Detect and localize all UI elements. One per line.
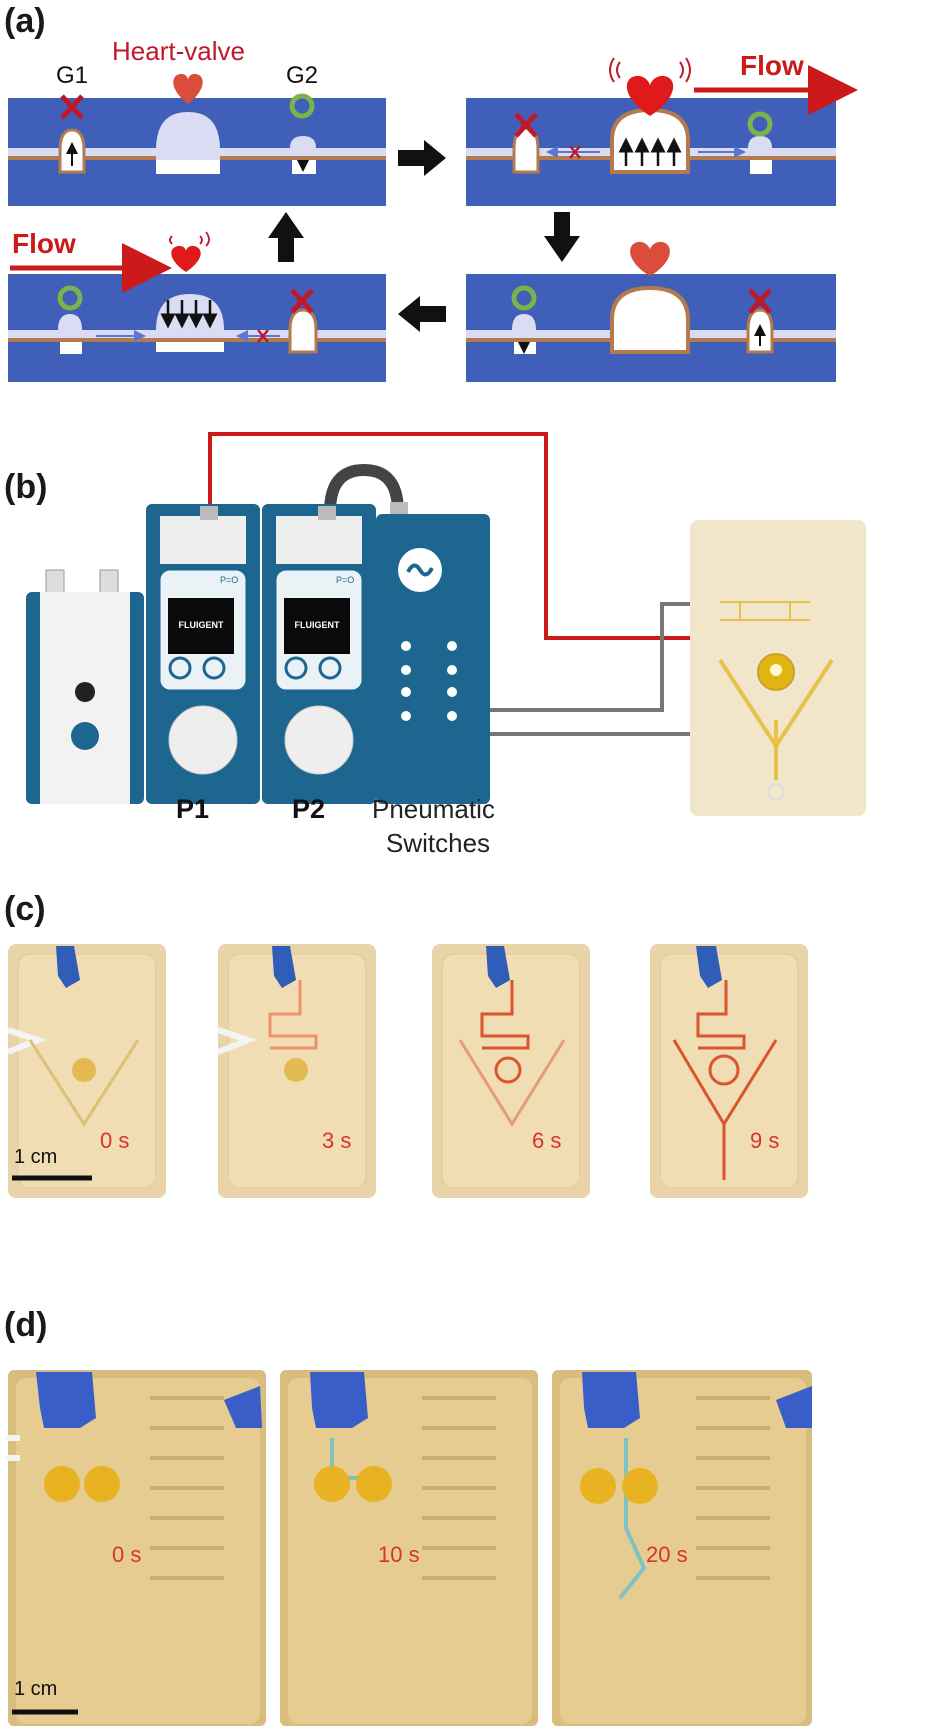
time-c-9: 9 s: [750, 1128, 780, 1153]
panel-d-label: (d): [4, 1306, 48, 1344]
switches-label-line1: Pneumatic: [372, 794, 495, 824]
panel-b-label: (b): [4, 468, 48, 506]
g1-label: G1: [56, 62, 89, 89]
p2-module: [262, 504, 376, 804]
scale-d-label: 1 cm: [14, 1678, 58, 1700]
pneumatic-switches-module: [376, 502, 490, 804]
frame-d-20: [552, 1370, 812, 1726]
p1-label: P1: [176, 794, 210, 824]
cycle-arrows: [268, 140, 580, 332]
flow-label-top: Flow: [740, 50, 804, 81]
scale-c-label: 1 cm: [14, 1146, 58, 1168]
state-top-left: [8, 73, 386, 206]
chip-device-photo: [690, 520, 866, 816]
time-d-20: 20 s: [646, 1542, 688, 1567]
state-bottom-right: [466, 241, 836, 382]
panel-a-valve-diagram: [8, 57, 858, 382]
p1-module: [146, 504, 260, 804]
state-bottom-left: [8, 231, 386, 382]
p1-pressure-readout: P=O: [220, 575, 239, 585]
base-module: [26, 569, 144, 804]
frame-c-9: [650, 944, 808, 1198]
panel-c-photo-sequence: [6, 944, 808, 1198]
p1-brand: FLUIGENT: [178, 620, 224, 630]
p2-brand: FLUIGENT: [294, 620, 340, 630]
panel-b-setup-diagram: [26, 432, 866, 816]
time-d-0: 0 s: [112, 1542, 142, 1567]
time-c-0: 0 s: [100, 1128, 130, 1153]
switches-label-line2: Switches: [386, 828, 491, 858]
frame-d-0: [6, 1370, 266, 1726]
p2-label: P2: [292, 794, 326, 824]
frame-c-0: [6, 944, 166, 1198]
frame-c-3: [216, 944, 376, 1198]
frame-c-6: [432, 944, 590, 1198]
panel-a-label: (a): [4, 2, 46, 40]
p2-pressure-readout: P=O: [336, 575, 355, 585]
frame-d-10: [280, 1370, 538, 1726]
time-d-10: 10 s: [378, 1542, 420, 1567]
flow-label-bottom: Flow: [12, 228, 76, 259]
heart-valve-label: Heart-valve: [112, 36, 245, 66]
state-top-right: [466, 57, 858, 206]
panel-d-photo-sequence: [6, 1370, 812, 1726]
panel-c-label: (c): [4, 890, 46, 928]
g2-label: G2: [286, 62, 319, 89]
time-c-3: 3 s: [322, 1128, 352, 1153]
time-c-6: 6 s: [532, 1128, 562, 1153]
